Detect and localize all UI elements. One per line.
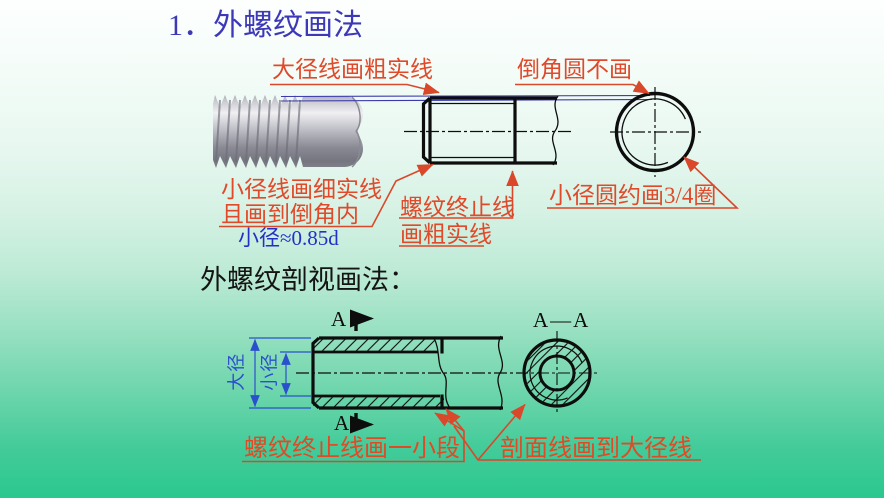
section-heading: 外螺纹剖视画法： <box>200 265 416 295</box>
thread-3d-grooves <box>215 99 301 163</box>
leader-chamfer-circle <box>515 80 650 95</box>
leader-minor-line <box>219 163 434 228</box>
section-front-view <box>296 335 522 411</box>
annotation-leaders <box>219 80 739 463</box>
annotation-minor-line-2: 且画到倒角内 <box>221 202 359 227</box>
section-view-title: A—A <box>533 308 591 332</box>
annotation-term-short: 螺纹终止线画一小段 <box>244 436 460 462</box>
annotation-minor-line: 小径线画细实线 且画到倒角内 <box>221 177 382 227</box>
annotation-major-line: 大径线画粗实线 <box>272 57 433 82</box>
break-line <box>551 95 559 166</box>
annotation-term-line-2: 画粗实线 <box>400 222 492 247</box>
section-end-view <box>516 331 600 415</box>
page-title: 1．外螺纹画法 <box>168 9 363 42</box>
thread-end-view <box>610 87 701 177</box>
thread-3d-shank <box>303 96 363 167</box>
thread-3d-end-highlight <box>351 96 361 168</box>
projection-lines <box>280 94 653 102</box>
annotation-chamfer-circle: 倒角圆不画 <box>517 57 632 82</box>
thread-front-view <box>404 95 574 166</box>
cut-marker-a-top: A <box>331 307 347 331</box>
leader-term-short <box>242 408 465 463</box>
hatch-top-band <box>313 338 435 351</box>
leader-term-line <box>399 170 519 219</box>
annotation-minor-line-1: 小径线画细实线 <box>221 177 382 202</box>
annotation-term-line-1: 螺纹终止线 <box>400 195 515 220</box>
thread-3d-pictorial <box>213 95 363 168</box>
cutting-plane-markers <box>350 309 374 434</box>
leader-hatch-major-arrow <box>477 403 526 461</box>
leader-term-short-2 <box>434 412 465 432</box>
dim-label-minor: 小径 <box>259 352 280 391</box>
annotation-hatch-major: 剖面线画到大径线 <box>500 436 692 462</box>
dim-label-major: 大径 <box>226 352 247 391</box>
annotation-minor-formula: 小径≈0.85d <box>238 226 339 250</box>
leader-major-line <box>270 82 440 96</box>
minor-diameter-lines <box>314 350 440 398</box>
cut-marker-a-bottom: A <box>334 411 350 435</box>
breakout-wavy-line <box>433 337 451 409</box>
dimension-lines <box>249 337 311 409</box>
annulus-hatch <box>525 341 589 405</box>
annotation-term-line: 螺纹终止线 画粗实线 <box>400 194 515 248</box>
minor-diameter-arc <box>529 345 583 401</box>
minor-diameter-arc <box>621 98 686 166</box>
annotation-minor-circle: 小径圆约画3/4圈 <box>549 183 717 208</box>
leader-minor-circle <box>547 156 739 209</box>
hatch-bottom-band <box>313 397 444 408</box>
